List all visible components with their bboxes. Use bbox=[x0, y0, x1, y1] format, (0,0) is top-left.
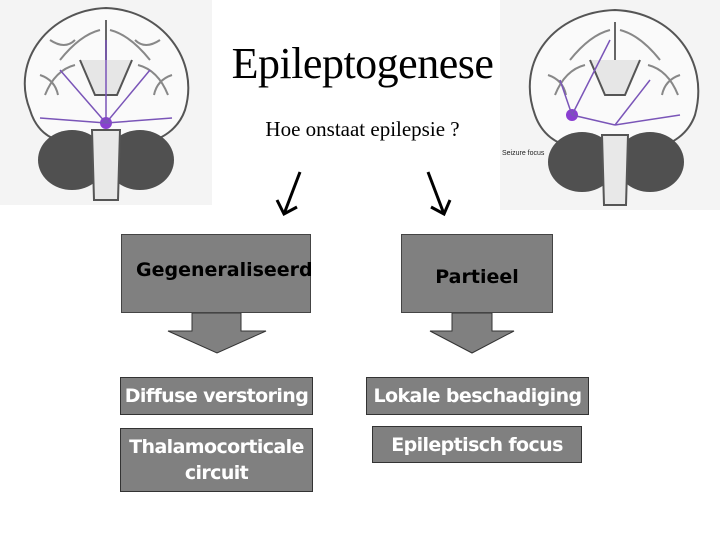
page-title: Epileptogenese bbox=[231, 39, 494, 88]
partial-label: Partieel bbox=[435, 265, 519, 288]
page-subtitle: Hoe onstaat epilepsie ? bbox=[265, 117, 460, 141]
brain-partial-illustration: Seizure focus bbox=[500, 0, 720, 210]
local-damage-box: Lokale beschadiging bbox=[366, 377, 589, 415]
generalized-box: Gegeneraliseerd bbox=[121, 234, 313, 313]
epileptic-focus-label: Epileptisch focus bbox=[391, 433, 563, 456]
arrow-to-partial-icon bbox=[426, 171, 452, 217]
arrow-to-generalized-icon bbox=[275, 171, 302, 217]
partial-box: Partieel bbox=[401, 234, 553, 313]
thalamocortical-circuit-box: Thalamocorticale circuit bbox=[120, 428, 313, 492]
local-damage-label: Lokale beschadiging bbox=[373, 385, 583, 407]
thalamocortical-circuit-label: Thalamocorticale circuit bbox=[129, 436, 304, 484]
seizure-focus-label: Seizure focus bbox=[502, 150, 545, 157]
generalized-label: Gegeneraliseerd bbox=[136, 259, 313, 281]
down-arrow-generalized-icon bbox=[167, 312, 267, 354]
diffuse-disturbance-box: Diffuse verstoring bbox=[120, 377, 313, 415]
down-arrow-partial-icon bbox=[429, 312, 515, 354]
diffuse-disturbance-label: Diffuse verstoring bbox=[124, 385, 309, 407]
brain-generalized-illustration bbox=[0, 0, 212, 205]
epileptic-focus-box: Epileptisch focus bbox=[372, 426, 582, 463]
